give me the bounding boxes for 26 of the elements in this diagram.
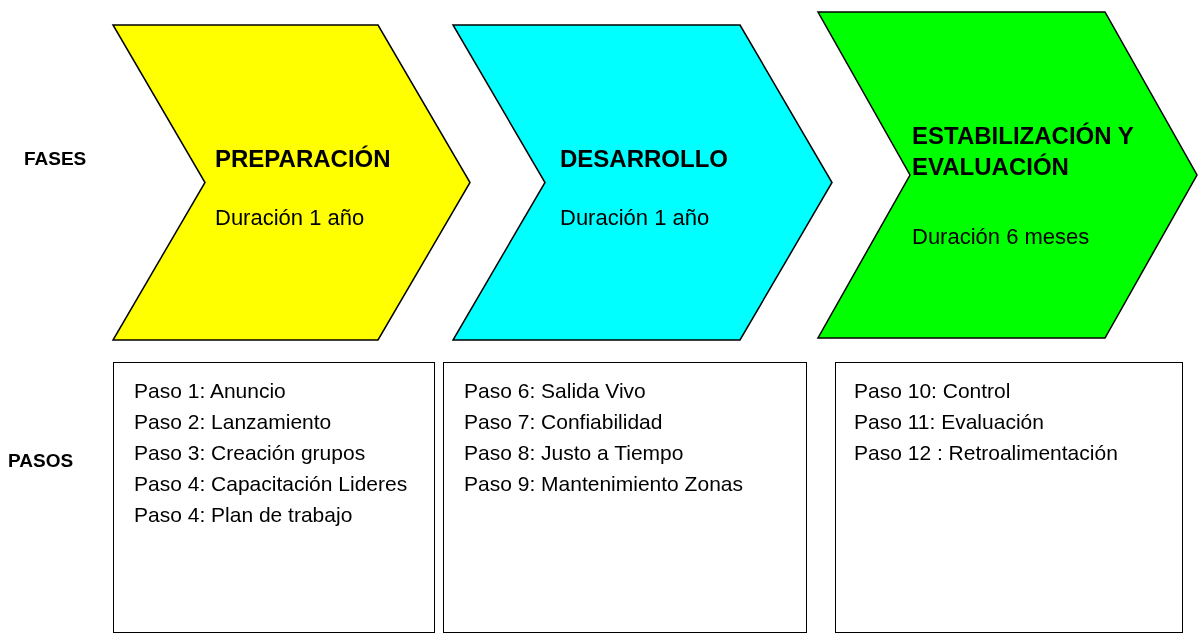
steps-box xyxy=(835,362,1183,633)
step-text: Paso 11: Evaluación xyxy=(854,409,1045,435)
step-text: Paso 4: Plan de trabajo xyxy=(134,502,354,528)
step-text: Paso 12 : Retroalimentación xyxy=(854,440,1119,466)
step-text: Paso 7: Confiabilidad xyxy=(464,409,664,435)
chevron-shape xyxy=(453,25,832,340)
step-text: Paso 9: Mantenimiento Zonas xyxy=(464,471,744,497)
phase-duration: Duración 6 meses xyxy=(912,224,1091,250)
row-label: FASES xyxy=(24,148,87,170)
chevron-shape xyxy=(818,12,1197,338)
step-text: Paso 8: Justo a Tiempo xyxy=(464,440,685,466)
steps-box xyxy=(443,362,807,633)
step-text: Paso 4: Capacitación Lideres xyxy=(134,471,409,497)
step-text: Paso 10: Control xyxy=(854,378,1012,404)
row-label: PASOS xyxy=(8,450,74,472)
steps-box xyxy=(113,362,435,633)
phase-duration: Duración 1 año xyxy=(560,205,711,231)
phase-title: PREPARACIÓN xyxy=(215,144,392,174)
step-text: Paso 3: Creación grupos xyxy=(134,440,367,466)
step-text: Paso 6: Salida Vivo xyxy=(464,378,647,404)
phase-title: ESTABILIZACIÓN Y EVALUACIÓN xyxy=(912,121,1135,182)
phase-title: DESARROLLO xyxy=(560,144,729,174)
step-text: Paso 1: Anuncio xyxy=(134,378,287,404)
step-text: Paso 2: Lanzamiento xyxy=(134,409,333,435)
chevron-shape xyxy=(113,25,470,340)
phase-duration: Duración 1 año xyxy=(215,205,366,231)
